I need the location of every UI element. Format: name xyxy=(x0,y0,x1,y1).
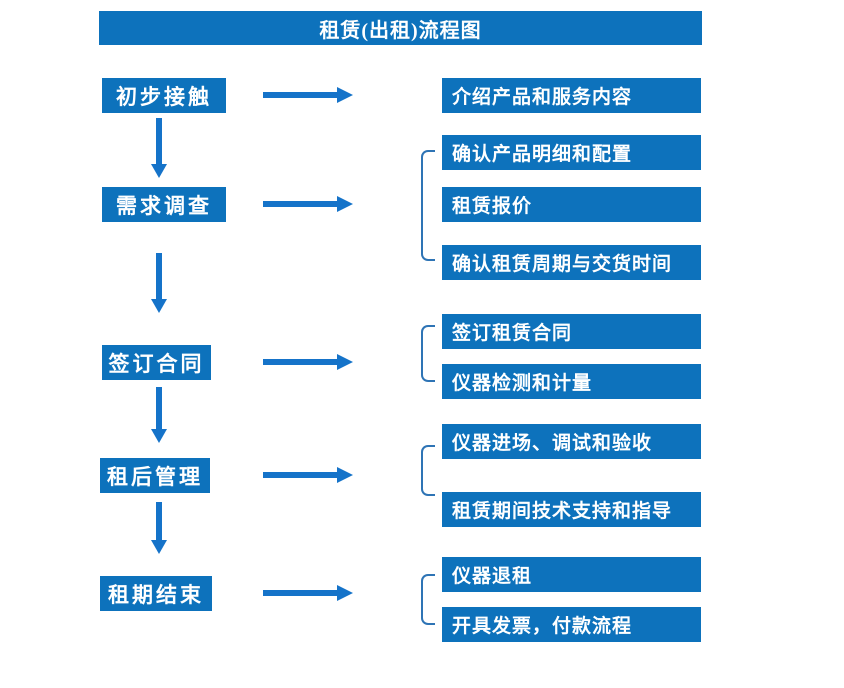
detail-box-introduce-products: 介绍产品和服务内容 xyxy=(442,78,701,113)
arrow-right-icon xyxy=(263,467,353,483)
step-box-sign-contract: 签订合同 xyxy=(102,345,211,380)
detail-box-sign-rental-contract: 签订租赁合同 xyxy=(442,314,701,349)
detail-box-instrument-setup-acceptance: 仪器进场、调试和验收 xyxy=(442,424,701,459)
detail-box-rental-quotation: 租赁报价 xyxy=(442,187,701,222)
step-box-demand-survey: 需求调查 xyxy=(102,187,226,222)
detail-box-technical-support: 租赁期间技术支持和指导 xyxy=(442,492,701,527)
arrow-right-icon xyxy=(263,196,353,212)
arrow-down-icon xyxy=(151,253,167,313)
arrow-right-icon xyxy=(263,87,353,103)
detail-box-invoice-payment: 开具发票，付款流程 xyxy=(442,607,701,642)
detail-box-instrument-return: 仪器退租 xyxy=(442,557,701,592)
detail-box-confirm-period-delivery: 确认租赁周期与交货时间 xyxy=(442,245,701,280)
arrow-right-icon xyxy=(263,354,353,370)
detail-box-confirm-product-config: 确认产品明细和配置 xyxy=(442,135,701,170)
group-bracket-post-rental xyxy=(421,445,435,496)
arrow-down-icon xyxy=(151,387,167,443)
step-box-lease-end: 租期结束 xyxy=(100,576,212,611)
group-bracket-lease-end xyxy=(421,574,435,625)
arrow-right-icon xyxy=(263,585,353,601)
group-bracket-demand-survey xyxy=(421,150,435,261)
flowchart-title: 租赁(出租)流程图 xyxy=(99,11,702,45)
step-box-post-rental-management: 租后管理 xyxy=(100,458,210,493)
arrow-down-icon xyxy=(151,118,167,178)
detail-box-instrument-testing: 仪器检测和计量 xyxy=(442,364,701,399)
step-box-initial-contact: 初步接触 xyxy=(102,78,226,113)
group-bracket-sign-contract xyxy=(421,325,435,382)
arrow-down-icon xyxy=(151,502,167,554)
